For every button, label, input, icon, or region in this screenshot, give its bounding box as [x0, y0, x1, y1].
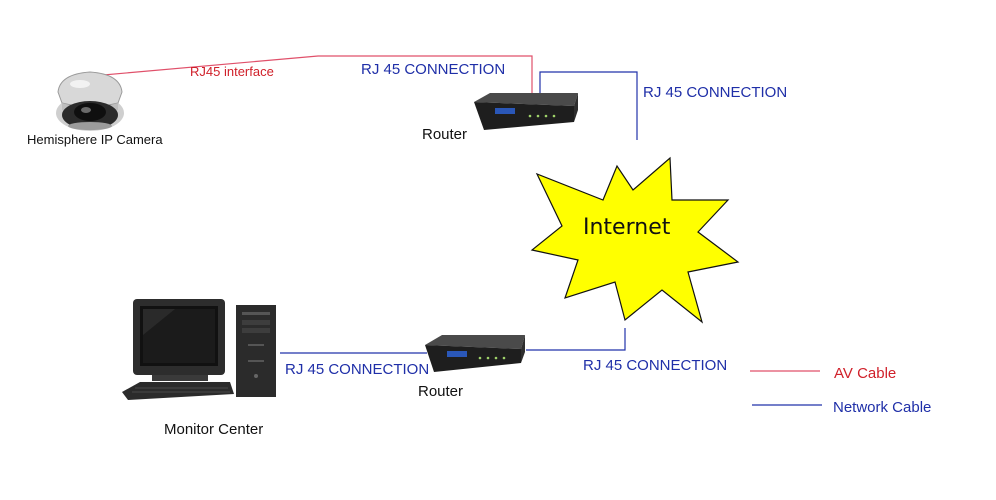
desktop-computer-icon [122, 299, 276, 400]
router-icon-top [474, 93, 578, 130]
network-cable-router-to-internet [539, 71, 638, 140]
legend-av-cable-label: AV Cable [834, 365, 897, 382]
av-cable-line [91, 55, 533, 96]
camera-label: Hemisphere IP Camera [27, 132, 163, 147]
router-label-bottom: Router [418, 383, 464, 400]
network-cable-internet-to-router [526, 328, 626, 351]
connection-label-top-right: RJ 45 CONNECTION [643, 84, 788, 101]
router-label-top: Router [422, 126, 468, 143]
router-icon-bottom [425, 335, 525, 372]
internet-label: Internet [583, 215, 671, 240]
legend-network-cable-label: Network Cable [833, 399, 932, 416]
connection-label-bottom-left: RJ 45 CONNECTION [285, 361, 430, 378]
connection-label-top-left: RJ 45 CONNECTION [361, 61, 506, 78]
connection-label-bottom-right: RJ 45 CONNECTION [583, 357, 728, 374]
dome-camera-icon [56, 71, 124, 131]
rj45-interface-label: RJ45 interface [190, 64, 274, 79]
monitor-center-label: Monitor Center [164, 421, 264, 438]
internet-burst-icon [530, 156, 740, 324]
